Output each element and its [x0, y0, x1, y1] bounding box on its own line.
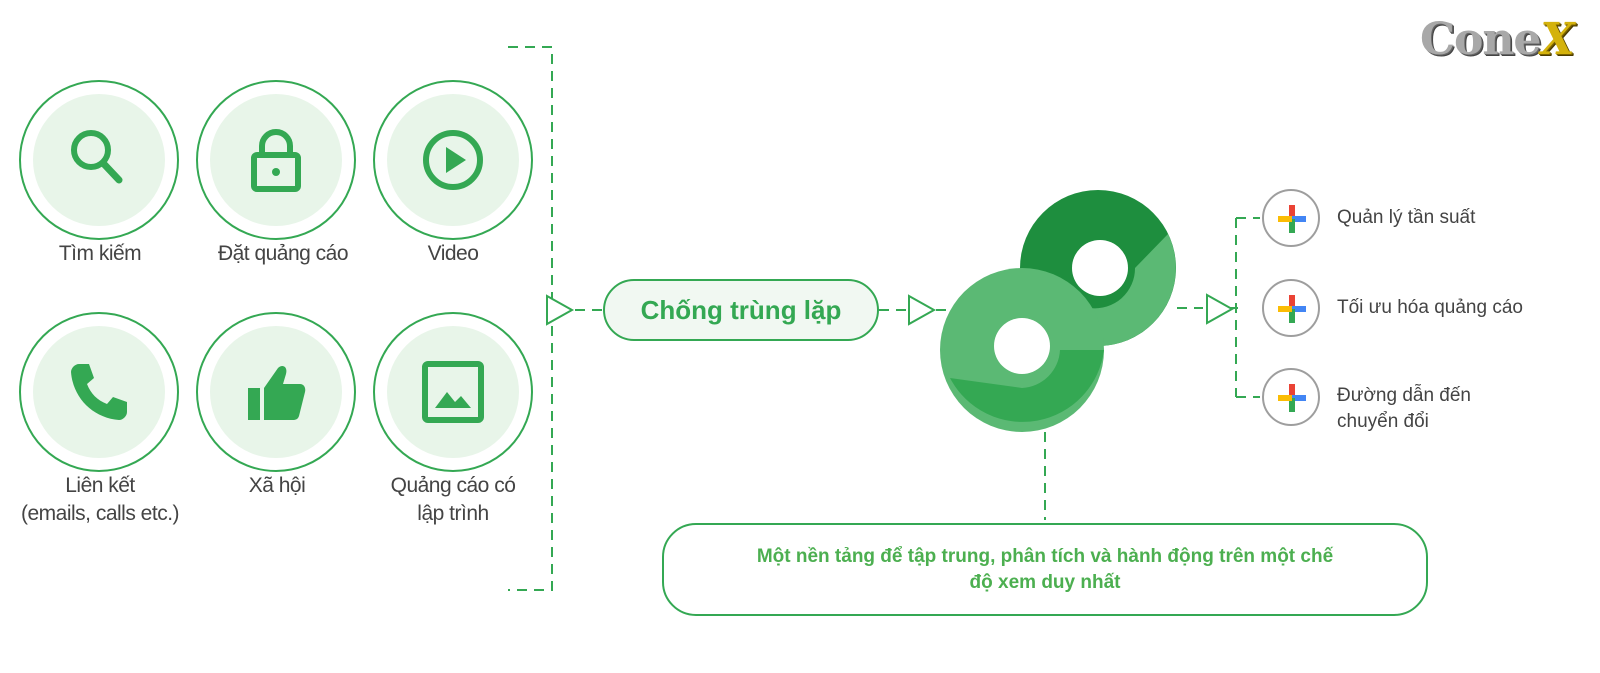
play-icon	[423, 130, 483, 190]
logo-text-accent: X	[1540, 14, 1574, 65]
google-plus-icon	[1278, 295, 1306, 323]
logo-text-main: Cone	[1420, 14, 1541, 65]
image-icon	[422, 361, 484, 423]
source-label-video: Video	[427, 242, 479, 265]
source-label-ad-placement: Đặt quảng cáo	[217, 242, 349, 265]
google-plus-icon	[1278, 205, 1306, 233]
output-optimization-circle	[1262, 279, 1320, 337]
output-path-circle	[1262, 368, 1320, 426]
phone-icon	[71, 364, 127, 420]
summary-pill: Một nền tảng để tập trung, phân tích và …	[662, 523, 1428, 616]
deduplication-pill: Chống trùng lặp	[603, 279, 879, 341]
campaign-manager-logo	[940, 190, 1176, 432]
source-ad-placement	[196, 80, 356, 240]
output-label-optimization: Tối ưu hóa quảng cáo	[1337, 297, 1523, 318]
source-label-search: Tìm kiếm	[58, 242, 142, 265]
source-label-affiliate: Liên kết (emails, calls etc.)	[20, 474, 180, 525]
output-frequency-circle	[1262, 189, 1320, 247]
google-plus-icon	[1278, 384, 1306, 412]
output-label-path: Đường dẫn đến chuyển đổi	[1337, 385, 1471, 432]
arrow-2	[908, 294, 937, 326]
arrow-1	[546, 294, 575, 326]
source-label-programmatic: Quảng cáo có lập trình	[390, 474, 516, 525]
arrow-3	[1206, 293, 1235, 325]
search-icon	[71, 130, 123, 184]
source-social	[196, 312, 356, 472]
source-video	[373, 80, 533, 240]
source-programmatic	[373, 312, 533, 472]
source-affiliate	[19, 312, 179, 472]
thumbs-up-icon	[248, 366, 306, 420]
conex-logo: ConeX	[1420, 14, 1575, 65]
source-label-social: Xã hội	[248, 474, 306, 497]
source-search	[19, 80, 179, 240]
lock-icon	[251, 129, 301, 192]
output-label-frequency: Quản lý tần suất	[1337, 207, 1476, 228]
